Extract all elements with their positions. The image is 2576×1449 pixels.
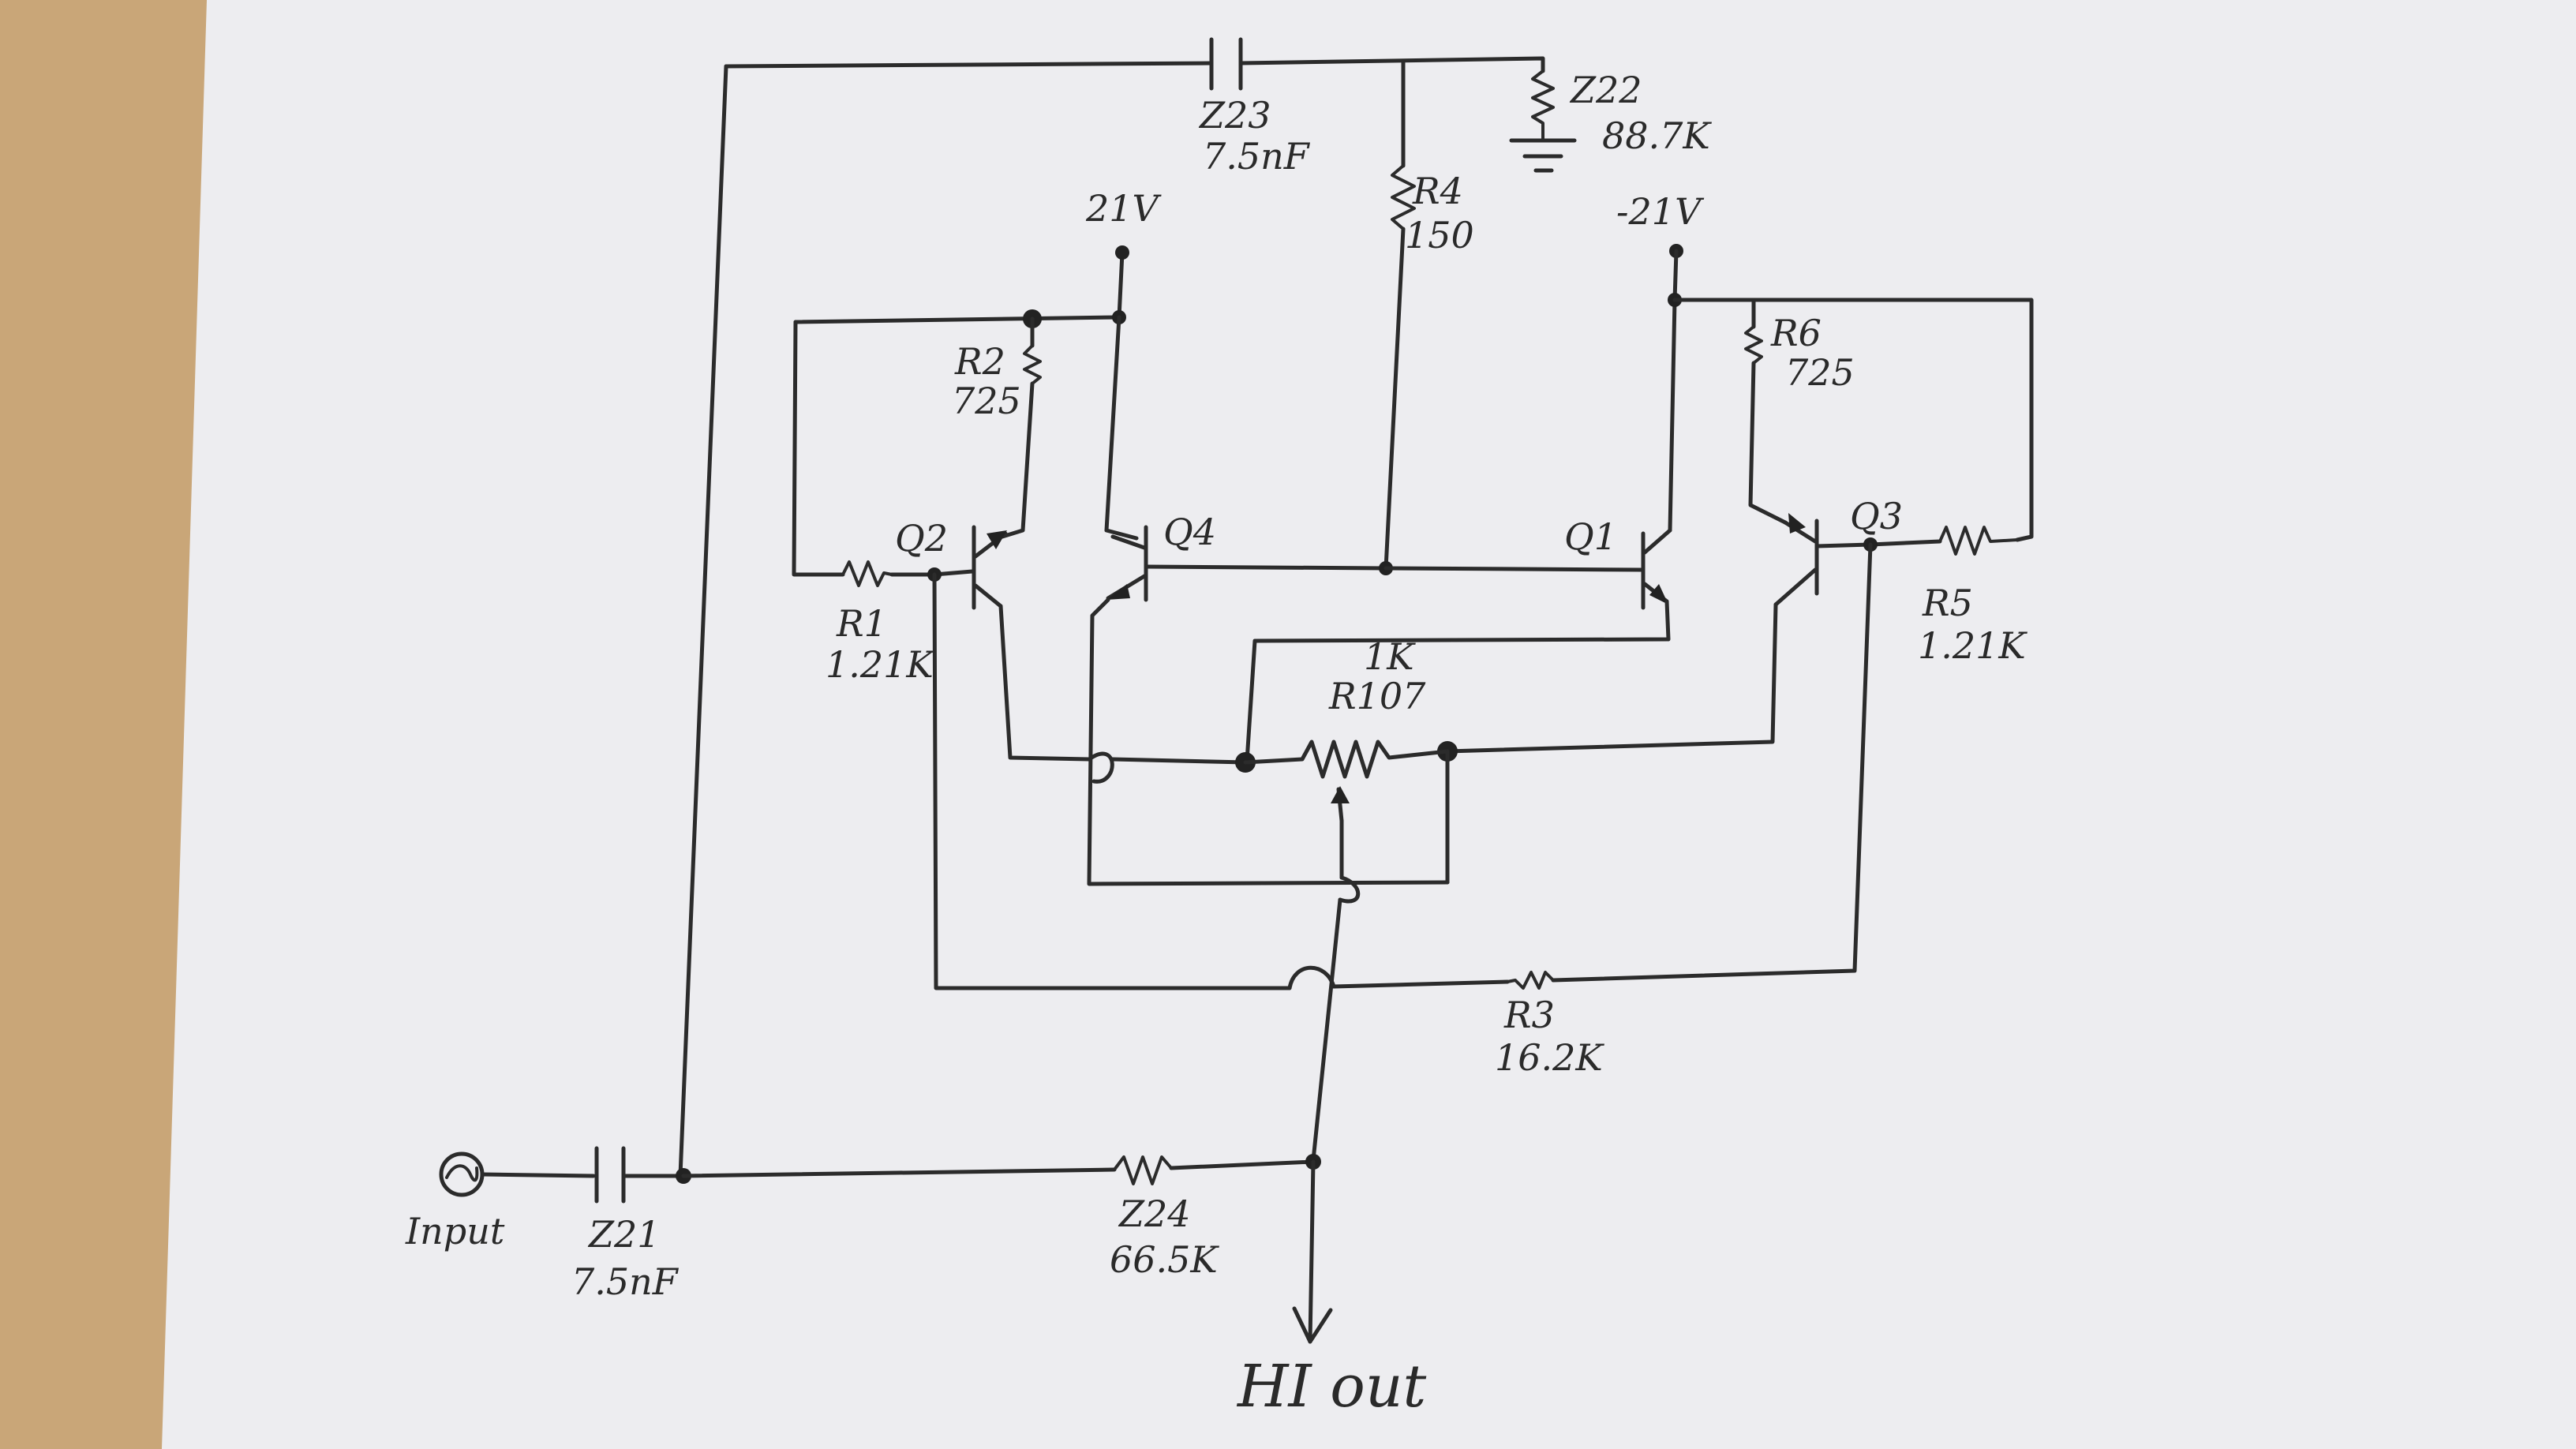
crossover-hop-3: [1338, 875, 1361, 904]
q2-transistor: [972, 525, 1008, 610]
input-label: Input: [405, 1210, 505, 1252]
z23-capacitor: [1209, 37, 1243, 91]
r107-potentiometer: [1243, 739, 1450, 823]
r6-to-q3-emitter: [1748, 361, 1788, 525]
z21-value: 7.5nF: [571, 1260, 680, 1303]
r6-value: 725: [1785, 351, 1855, 394]
q4-label: Q4: [1163, 511, 1216, 553]
pos-supply-label: 21V: [1085, 187, 1163, 230]
pos-rail: [793, 315, 1121, 324]
z23-name: Z23: [1198, 94, 1271, 137]
z24-name: Z24: [1118, 1193, 1191, 1235]
output-label: HI out: [1236, 1353, 1426, 1421]
top-rail-left: [724, 61, 1214, 69]
q3-transistor: [1773, 513, 1819, 607]
z21-name: Z21: [587, 1213, 661, 1256]
to-q1-base: [1383, 566, 1644, 572]
r6-name: R6: [1770, 312, 1822, 354]
sine-icon: [445, 1164, 479, 1182]
neg-supply-wire: [1672, 249, 1679, 302]
output-arrow-icon: [1292, 1306, 1333, 1344]
r1-name: R1: [836, 602, 887, 645]
wiper-to-output: [1311, 897, 1342, 1163]
r2-resistor: [1023, 344, 1042, 385]
left-feedback-wire: [678, 64, 728, 1178]
z24-value: 66.5K: [1110, 1238, 1219, 1281]
circuit-wiring: [439, 37, 2034, 1344]
r3-name: R3: [1503, 994, 1555, 1036]
top-rail-right: [1238, 56, 1545, 73]
labels: Z23 7.5nF Z22 88.7K R4 150 21V -21V R2 7…: [405, 69, 2027, 1421]
z22-value: 88.7K: [1602, 114, 1712, 157]
input-wire: [480, 1172, 596, 1178]
q2-collector-wire: [998, 604, 1091, 762]
neg-supply-label: -21V: [1616, 190, 1705, 233]
neg-rail: [1672, 298, 2034, 542]
q4-transistor: [1106, 525, 1148, 602]
z24-resistor: [1113, 1155, 1173, 1185]
r3-right-wire: [1551, 542, 1873, 983]
r3-resistor: [1506, 971, 1555, 990]
r3-value: 16.2K: [1495, 1036, 1604, 1079]
r5-resistor: [1938, 526, 2019, 556]
r1-resistor: [841, 560, 893, 587]
z23-value: 7.5nF: [1203, 135, 1311, 178]
paper-sheet: [162, 0, 2576, 1449]
q1-label: Q1: [1564, 515, 1617, 558]
r5-value: 1.21K: [1918, 624, 2027, 667]
to-pot-left: [1110, 757, 1248, 765]
r4-resistor: [1391, 164, 1416, 230]
r3-left-wire: [932, 572, 1292, 990]
r4-value: 150: [1405, 214, 1474, 256]
z22-name: Z22: [1569, 69, 1642, 111]
q4-q1-base-link: [1144, 564, 1388, 571]
to-z24-wire: [681, 1167, 1117, 1178]
r4-bottom-wire: [1383, 227, 1406, 571]
output-wire: [1308, 1159, 1316, 1344]
q4-collector-wire: [1104, 315, 1139, 541]
q4-emitter-loop: [1087, 597, 1450, 886]
q1-emitter-loop: [1245, 599, 1671, 763]
z24-out-wire: [1169, 1159, 1316, 1170]
r1-value: 1.21K: [826, 643, 935, 686]
crossover-hop-1: [1087, 751, 1114, 784]
r2-value: 725: [952, 380, 1021, 422]
r6-resistor: [1744, 325, 1763, 365]
r2-name: R2: [954, 340, 1005, 383]
r3-mid-wire: [1331, 979, 1510, 989]
pos-supply-wire: [1117, 250, 1125, 320]
r4-name: R4: [1412, 170, 1463, 212]
q2-label: Q2: [895, 517, 948, 560]
q1-transistor: [1641, 528, 1672, 610]
q1-collector-wire: [1668, 298, 1677, 533]
r5-name: R5: [1922, 582, 1973, 624]
q3-collector-to-pot: [1445, 602, 1778, 754]
r1-left-loop: [792, 320, 845, 577]
z22-resistor: [1509, 69, 1577, 173]
pot-value-label: 1K: [1364, 635, 1416, 678]
q3-label: Q3: [1850, 495, 1903, 537]
pot-name-label: R107: [1328, 675, 1426, 717]
r2-to-q2-emitter: [1000, 381, 1035, 539]
